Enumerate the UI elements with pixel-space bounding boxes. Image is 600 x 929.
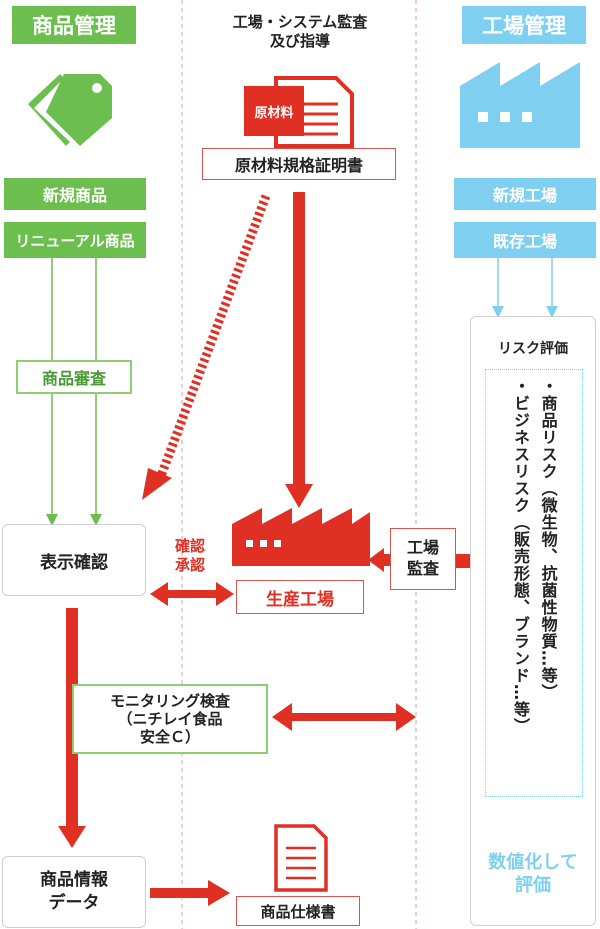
monitoring-line3: 安全Ｃ） — [139, 728, 200, 746]
risk-items-box: ・商品リスク（微生物、抗菌性物質…等） ・ビジネスリスク（販売形態、ブランド…等… — [485, 369, 583, 797]
product-info-box: 商品情報 データ — [2, 856, 146, 928]
material-to-label-arrow — [142, 194, 271, 500]
confirm-line1: 確認 — [174, 536, 205, 555]
quantify-line2: 評価 — [515, 875, 551, 896]
product-spec-box: 商品仕様書 — [236, 896, 360, 926]
factory-icon — [460, 62, 580, 148]
existing-factory-label: 既存工場 — [492, 232, 557, 251]
product-management-header: 商品管理 — [12, 6, 136, 44]
audit-guidance-line1: 工場・システム監査 — [232, 12, 368, 31]
confirm-arrow — [150, 582, 234, 606]
risk-eval-title: リスク評価 — [471, 337, 595, 359]
new-product-box: 新規商品 — [4, 178, 146, 210]
factory-management-header: 工場管理 — [462, 6, 586, 44]
product-info-line1: 商品情報 — [40, 870, 108, 891]
product-review-label: 商品審査 — [41, 369, 106, 388]
confirm-line2: 承認 — [174, 556, 205, 574]
quantify-text: 数値化して 評価 — [471, 847, 595, 901]
info-to-spec-arrow — [150, 880, 230, 906]
label-check-box: 表示確認 — [2, 524, 146, 596]
material-cert-label: 原材料規格証明書 — [234, 156, 363, 175]
product-info-line2: データ — [48, 893, 100, 913]
document-icon — [244, 76, 354, 148]
product-spec-label: 商品仕様書 — [260, 902, 336, 921]
monitoring-line2: （ニチレイ食品 — [117, 710, 223, 728]
new-factory-label: 新規工場 — [492, 186, 557, 205]
monitoring-line1: モニタリング検査 — [109, 692, 230, 710]
audit-arrow — [368, 548, 470, 572]
new-factory-box: 新規工場 — [454, 178, 596, 210]
new-product-label: 新規商品 — [42, 186, 107, 205]
product-management-label: 商品管理 — [32, 14, 116, 38]
spec-document-icon — [274, 824, 328, 892]
audit-guidance-header: 工場・システム監査 及び指導 — [190, 8, 410, 56]
production-factory-icon — [232, 508, 370, 566]
material-badge: 原材料 — [244, 86, 304, 136]
factory-management-label: 工場管理 — [482, 14, 566, 38]
existing-factory-box: 既存工場 — [454, 222, 596, 258]
factory-audit-box: 工場 監査 — [390, 528, 456, 590]
renewal-product-box: リニューアル商品 — [4, 222, 146, 258]
confirm-approve-text: 確認 承認 — [158, 532, 222, 580]
material-badge-label: 原材料 — [254, 105, 294, 121]
audit-guidance-line2: 及び指導 — [269, 32, 330, 50]
production-factory-label: 生産工場 — [266, 589, 334, 610]
risk-item-business: ・ビジネスリスク（販売形態、ブランド…等） — [511, 378, 530, 735]
risk-eval-title-label: リスク評価 — [498, 341, 568, 357]
factory-audit-line2: 監査 — [406, 559, 439, 578]
monitoring-box: モニタリング検査 （ニチレイ食品 安全Ｃ） — [72, 684, 268, 754]
material-cert-box: 原材料規格証明書 — [202, 148, 396, 180]
quantify-line1: 数値化して — [488, 851, 578, 873]
factory-audit-line1: 工場 — [406, 538, 439, 558]
monitoring-arrow — [272, 703, 416, 731]
material-to-factory-arrow — [285, 192, 313, 508]
label-check-label: 表示確認 — [40, 552, 108, 573]
production-factory-box: 生産工場 — [236, 580, 364, 614]
renewal-product-label: リニューアル商品 — [15, 231, 135, 250]
price-tag-icon — [28, 74, 112, 146]
risk-item-product: ・商品リスク（微生物、抗菌性物質…等） — [538, 378, 558, 701]
risk-eval-panel: リスク評価 ・商品リスク（微生物、抗菌性物質…等） ・ビジネスリスク（販売形態、… — [470, 316, 596, 926]
blue-flow-arrows — [492, 258, 558, 318]
product-review-box: 商品審査 — [16, 360, 132, 394]
